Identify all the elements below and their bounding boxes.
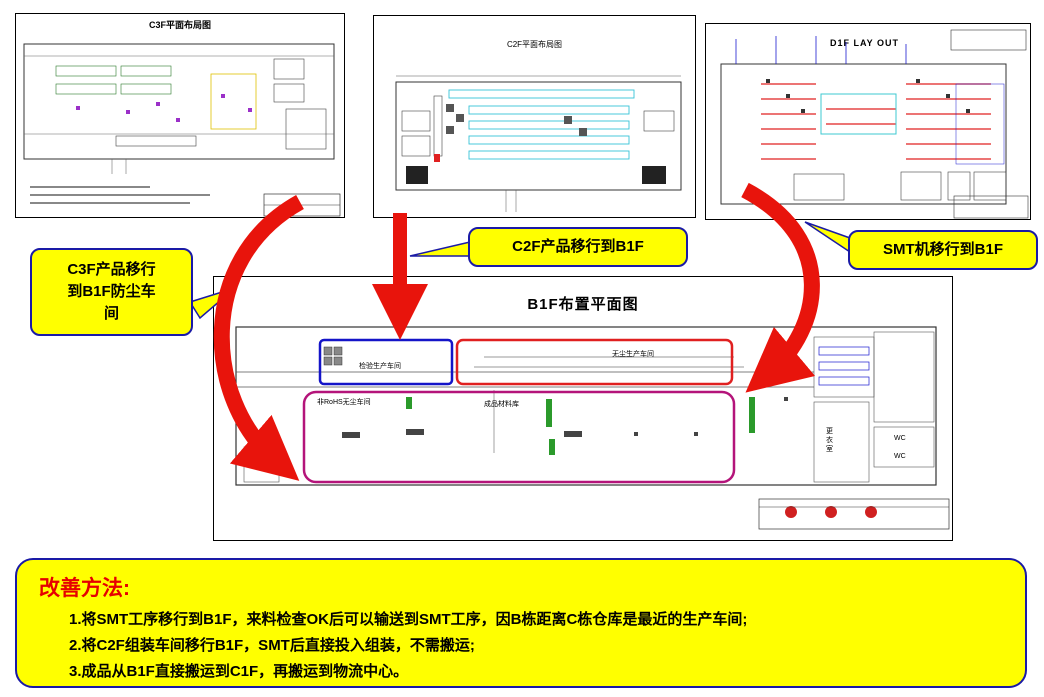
callout-c3f-move: C3F产品移行 到B1F防尘车 间 bbox=[30, 248, 193, 336]
b1f-room-wc-1: WC bbox=[894, 435, 906, 442]
c2f-plan-title: C2F平面布局图 bbox=[506, 40, 563, 49]
b1f-room-locker: 更衣室 bbox=[826, 428, 833, 453]
b1f-room-ev: EV bbox=[250, 450, 260, 457]
b1f-plan-title: B1F布置平面图 bbox=[527, 296, 639, 313]
callout-smt-text: SMT机移行到B1F bbox=[882, 241, 1003, 258]
c3f-plan-title: C3F平面布局图 bbox=[148, 20, 211, 30]
callout-c3f-line-3: 间 bbox=[103, 305, 119, 322]
b1f-plan-drawing bbox=[235, 326, 950, 530]
b1f-room-wc-2: WC bbox=[894, 453, 906, 460]
improvement-title: 改善方法: bbox=[39, 577, 130, 600]
d1f-floor-plan: D1F LAY OUT bbox=[705, 23, 1031, 220]
callout-smt-move: SMT机移行到B1F bbox=[848, 230, 1038, 270]
improvement-step-3: 3.成品从B1F直接搬运到C1F，再搬运到物流中心。 bbox=[69, 663, 409, 680]
callout-pointer-smt bbox=[804, 221, 851, 254]
d1f-plan-title: D1F LAY OUT bbox=[830, 38, 900, 48]
b1f-room-nonrohs: 非RoHS无尘车间 bbox=[317, 399, 371, 406]
c3f-floor-plan: C3F平面布局图 bbox=[15, 13, 345, 218]
c2f-plan-drawing bbox=[395, 75, 682, 212]
callout-c2f-text: C2F产品移行到B1F bbox=[512, 238, 644, 255]
b1f-room-inspection: 检验生产车间 bbox=[359, 363, 401, 370]
callout-c3f-line-1: C3F产品移行 bbox=[67, 261, 156, 278]
b1f-floor-plan: B1F布置平面图 bbox=[213, 276, 953, 541]
b1f-room-cleanroom: 无尘生产车间 bbox=[612, 351, 654, 358]
b1f-room-materials: 成品材料库 bbox=[484, 401, 519, 408]
improvement-step-2: 2.将C2F组装车间移行B1F，SMT后直接投入组装，不需搬运; bbox=[69, 637, 475, 654]
callout-c2f-move: C2F产品移行到B1F bbox=[468, 227, 688, 267]
callout-pointer-c2f bbox=[409, 241, 471, 257]
d1f-plan-drawing bbox=[720, 29, 1029, 219]
c3f-plan-drawing bbox=[23, 43, 341, 217]
improvement-step-1: 1.将SMT工序移行到B1F，来料检查OK后可以输送到SMT工序，因B栋距离C栋… bbox=[69, 611, 748, 628]
callout-c3f-line-2: 到B1F防尘车 bbox=[67, 283, 156, 300]
c2f-floor-plan: C2F平面布局图 bbox=[373, 15, 696, 218]
improvement-panel: 改善方法: 1.将SMT工序移行到B1F，来料检查OK后可以输送到SMT工序，因… bbox=[15, 558, 1027, 688]
